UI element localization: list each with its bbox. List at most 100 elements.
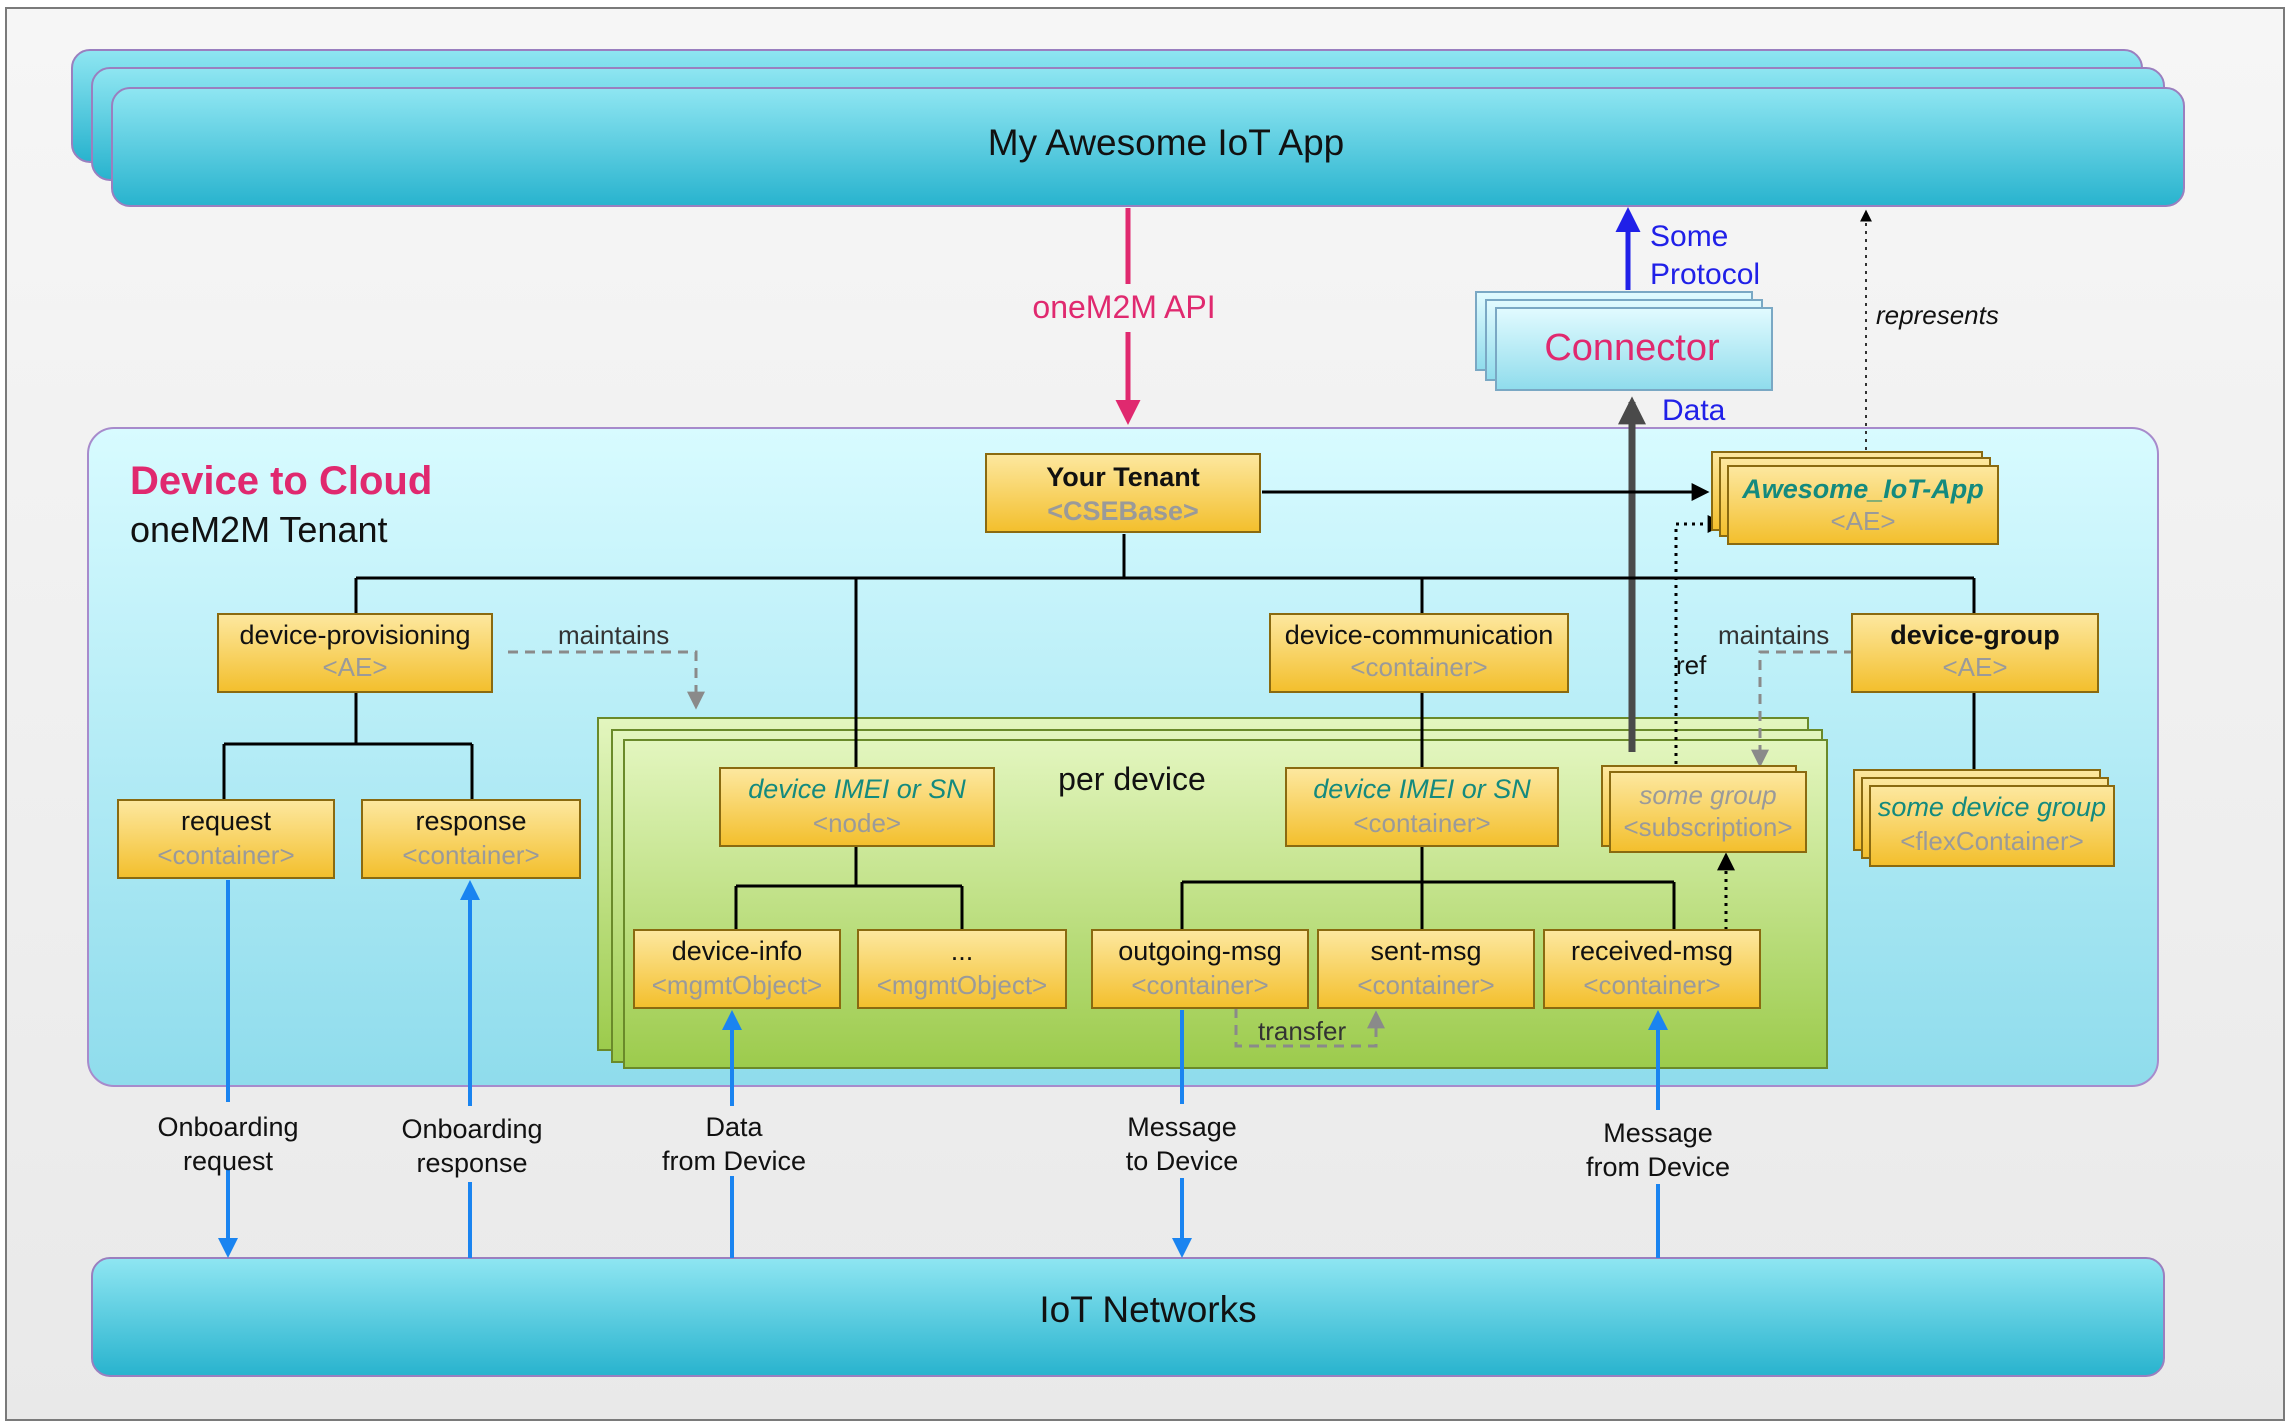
node-response-name: response (415, 806, 526, 836)
flow-data-from-device-label-2: from Device (662, 1146, 806, 1176)
flow-data-from-device-label-1: Data (705, 1112, 763, 1142)
node-device-provisioning-type: <AE> (322, 652, 387, 682)
node-sent-msg-name: sent-msg (1370, 936, 1481, 966)
app-band: My Awesome IoT App (71, 49, 2185, 207)
node-outgoing-msg-box (1091, 929, 1309, 1009)
node-request-name: request (181, 806, 272, 836)
app-band-label: My Awesome IoT App (988, 122, 1345, 163)
networks-band-label: IoT Networks (1039, 1289, 1256, 1330)
flow-message-from-device-label-2: from Device (1586, 1152, 1730, 1182)
node-device-communication: device-communication <container> (1269, 613, 1569, 693)
node-request: request <container> (117, 799, 335, 879)
data-label: Data (1662, 394, 1726, 427)
node-received-msg-type: <container> (1583, 970, 1720, 1000)
node-some-device-group-box (1869, 785, 2115, 867)
node-more-mgmt-name: ... (951, 936, 974, 966)
connector-label: Connector (1544, 327, 1720, 369)
node-awesome-ae-name: Awesome_IoT-App (1741, 474, 1984, 504)
node-cse-type: <CSEBase> (1047, 496, 1199, 526)
node-device-info-name: device-info (672, 936, 803, 966)
node-response-type: <container> (402, 840, 539, 870)
node-device-container-name: device IMEI or SN (1313, 774, 1531, 804)
node-some-device-group-name: some device group (1878, 792, 2106, 822)
node-some-device-group-type: <flexContainer> (1900, 826, 2084, 856)
represents-label: represents (1876, 300, 1999, 330)
node-some-device-group: some device group <flexContainer> (1853, 769, 2115, 867)
node-device-communication-name: device-communication (1285, 620, 1554, 650)
tree-lines (222, 534, 1976, 930)
connector-box (1495, 307, 1773, 391)
node-awesome-ae: Awesome_IoT-App <AE> (1711, 451, 1999, 545)
tenant-title: Device to Cloud (130, 459, 432, 503)
node-device-container: device IMEI or SN <container> (1285, 767, 1559, 847)
node-device-node: device IMEI or SN <node> (719, 767, 995, 847)
node-device-provisioning: device-provisioning <AE> (217, 613, 493, 693)
per-device-label: per device (1058, 761, 1206, 797)
node-outgoing-msg: outgoing-msg <container> (1091, 929, 1309, 1009)
node-device-communication-type: <container> (1350, 652, 1487, 682)
flow-onboarding-response-label-1: Onboarding (401, 1114, 542, 1144)
maintains-left-arrow (508, 650, 705, 710)
cse-children-lines (354, 534, 1976, 770)
flow-onboarding-response: Onboarding response (401, 880, 543, 1258)
flow-message-from-device-label-1: Message (1603, 1118, 1713, 1148)
node-device-info: device-info <mgmtObject> (633, 929, 841, 1009)
node-some-group-subscription-box (1609, 771, 1807, 853)
connector: Connector (1475, 291, 1773, 391)
maintains-left-label: maintains (558, 620, 669, 650)
node-children-lines (734, 846, 964, 930)
node-more-mgmt-box (857, 929, 1067, 1009)
node-device-node-type: <node> (813, 808, 901, 838)
node-sent-msg: sent-msg <container> (1317, 929, 1535, 1009)
networks-band: IoT Networks (91, 1257, 2165, 1377)
protocol-label-line2: Protocol (1650, 258, 1760, 291)
node-some-group-subscription: some group <subscription> (1601, 765, 1807, 853)
node-awesome-ae-box (1727, 465, 1999, 545)
node-awesome-ae-type: <AE> (1830, 506, 1895, 536)
app-band-box (111, 87, 2185, 207)
maintains-right-label: maintains (1718, 620, 1829, 650)
node-device-group-type: <AE> (1942, 652, 2007, 682)
node-cse: Your Tenant <CSEBase> (985, 453, 1261, 533)
node-request-box (117, 799, 335, 879)
node-received-msg-box (1543, 929, 1761, 1009)
node-more-mgmt-type: <mgmtObject> (877, 970, 1048, 1000)
node-device-container-box (1285, 767, 1559, 847)
node-outgoing-msg-name: outgoing-msg (1118, 936, 1282, 966)
node-device-group-name: device-group (1890, 620, 2060, 650)
protocol-label-line1: Some (1650, 220, 1728, 253)
node-response-box (361, 799, 581, 879)
node-device-node-name: device IMEI or SN (748, 774, 966, 804)
node-request-type: <container> (157, 840, 294, 870)
flow-onboarding-response-label-2: response (416, 1148, 527, 1178)
tenant-subtitle: oneM2M Tenant (130, 509, 388, 550)
flow-message-from-device: Message from Device (1586, 1010, 1730, 1258)
node-some-group-subscription-name: some group (1639, 780, 1776, 810)
maintains-right-arrow (1751, 650, 1854, 768)
onem2m-api-arrow: oneM2M API (1032, 208, 1216, 425)
node-sent-msg-box (1317, 929, 1535, 1009)
flow-data-from-device: Data from Device (662, 1010, 806, 1258)
node-device-provisioning-box (217, 613, 493, 693)
node-device-communication-box (1269, 613, 1569, 693)
node-more-mgmt: ... <mgmtObject> (857, 929, 1067, 1009)
flow-message-to-device-label-1: Message (1127, 1112, 1237, 1142)
ref-label: ref (1676, 650, 1707, 680)
node-cse-box (985, 453, 1261, 533)
node-some-group-subscription-type: <subscription> (1623, 812, 1792, 842)
node-device-group: device-group <AE> (1851, 613, 2099, 693)
provisioning-children-lines (222, 692, 474, 800)
node-outgoing-msg-type: <container> (1131, 970, 1268, 1000)
node-sent-msg-type: <container> (1357, 970, 1494, 1000)
node-device-info-type: <mgmtObject> (652, 970, 823, 1000)
flow-onboarding-request-label-2: request (183, 1146, 274, 1176)
networks-band-box (91, 1257, 2165, 1377)
flow-message-to-device-label-2: to Device (1126, 1146, 1239, 1176)
flow-message-to-device: Message to Device (1126, 1010, 1239, 1258)
node-response: response <container> (361, 799, 581, 879)
node-device-provisioning-name: device-provisioning (239, 620, 470, 650)
flow-onboarding-request: Onboarding request (157, 880, 299, 1258)
node-device-node-box (719, 767, 995, 847)
node-device-container-type: <container> (1353, 808, 1490, 838)
